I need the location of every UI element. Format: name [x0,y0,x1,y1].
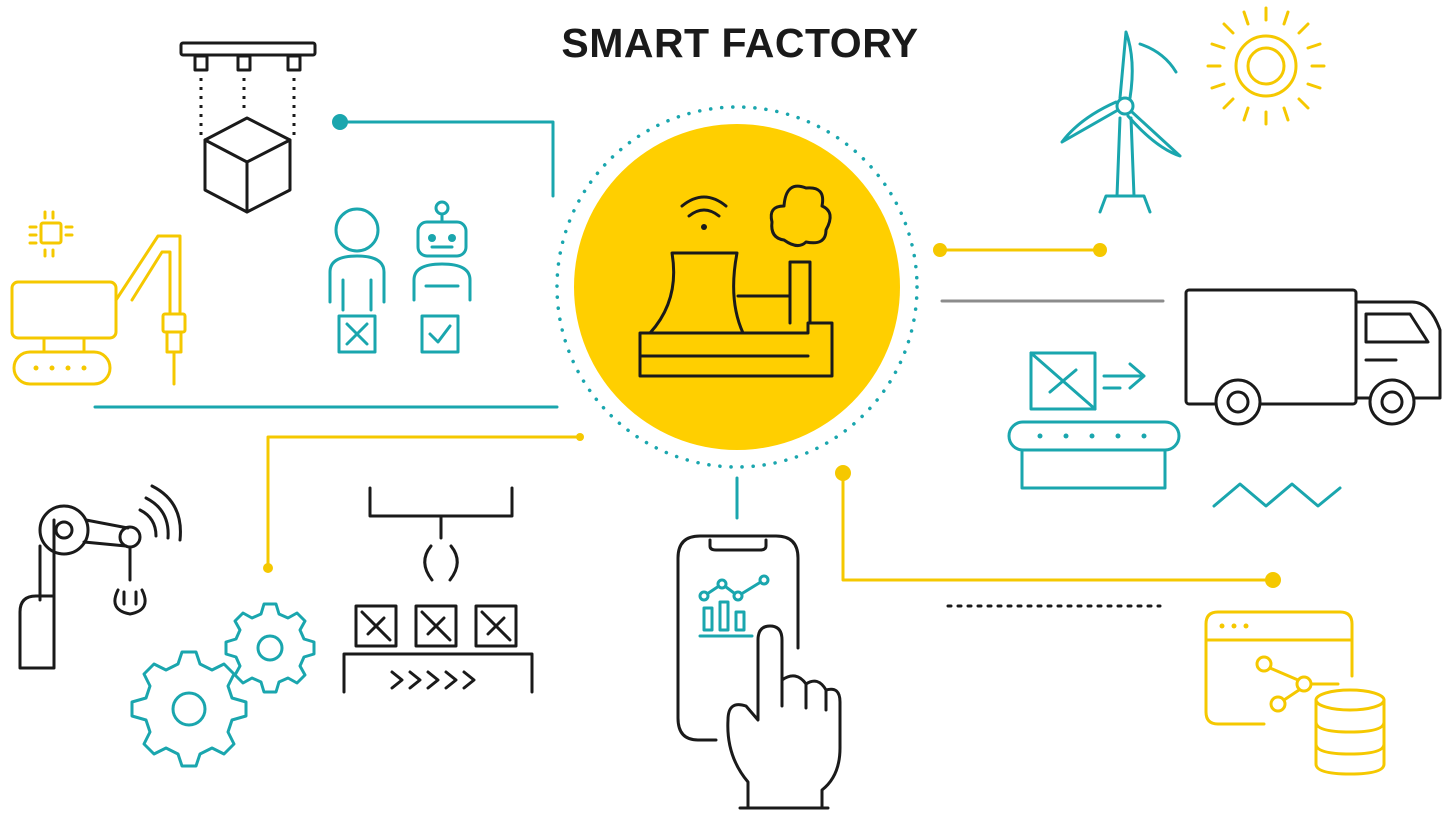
gripper-conveyor-icon [342,486,534,694]
overhead-scanner-cube-icon [179,41,317,214]
conveyor-box-icon [1007,351,1181,490]
connector-left-yellow [266,435,582,570]
human-worker-icon [328,207,386,354]
data-network-database-icon [1204,610,1386,776]
connector-dot [1265,572,1281,588]
excavator-arm-icon [10,210,187,386]
sun-icon [1206,6,1326,126]
central-hub [555,105,919,469]
connector-data [841,471,1275,582]
connector-scanner [338,120,555,198]
central-factory-icon [638,184,834,378]
connector-dot [263,563,273,573]
hub-circle [574,124,900,450]
wind-turbine-icon [1060,30,1182,214]
connector-dot [332,114,348,130]
hub-dotted-ring [555,105,919,469]
pointing-hand-icon [726,624,842,810]
zigzag-signal-icon [1212,482,1342,508]
connector-dot [835,465,851,481]
connector-dot [1093,243,1107,257]
robot-worker-icon [412,200,472,354]
robotic-arm-icon [18,484,182,670]
connector-dot [933,243,947,257]
diagram-title: SMART FACTORY [561,20,919,66]
connector-dot [576,433,584,441]
delivery-truck-icon [1184,288,1442,426]
connector-lines [93,114,1281,608]
smartphone-analytics-icon [676,534,800,742]
gears-icon [130,602,316,768]
